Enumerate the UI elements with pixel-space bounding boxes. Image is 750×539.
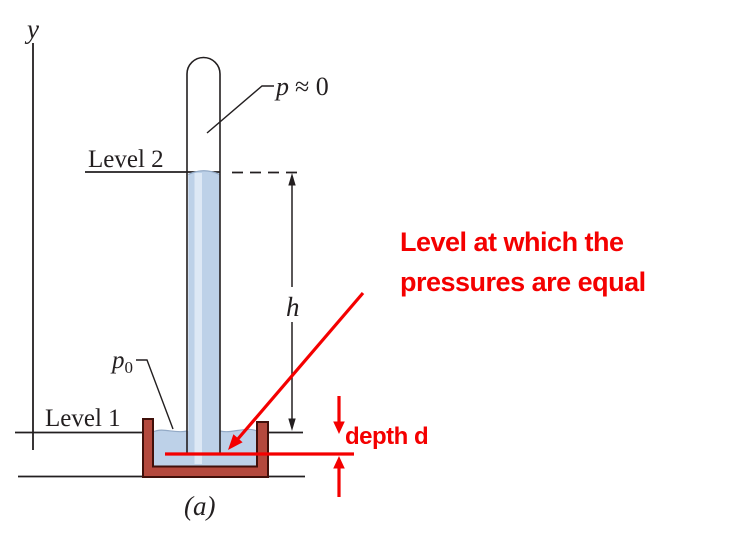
dish-meniscus-left xyxy=(152,429,188,433)
mercury-dish xyxy=(142,418,269,478)
liquid-highlight-stripe xyxy=(194,173,202,464)
depth-arrowhead-down-icon xyxy=(333,421,345,434)
pressure-top-approx-zero: ≈ 0 xyxy=(295,72,329,101)
level2-label: Level 2 xyxy=(88,146,164,173)
height-label: h xyxy=(286,292,300,322)
barometer-tube xyxy=(186,56,221,454)
equal-pressure-annotation-line2: pressures are equal xyxy=(400,267,646,297)
equal-pressure-pointer-line xyxy=(235,291,365,442)
level1-label: Level 1 xyxy=(45,405,121,432)
pressure-ambient-p: p xyxy=(110,347,125,374)
pressure-top-leader-line xyxy=(206,85,274,134)
pressure-top-p: p xyxy=(274,72,289,101)
pressure-ambient-label: p0 xyxy=(110,347,133,377)
tube-liquid-column xyxy=(188,170,220,454)
dish-meniscus-right xyxy=(219,428,258,433)
height-arrowhead-down-icon xyxy=(288,418,296,431)
equal-pressure-annotation-line1: Level at which the xyxy=(400,227,624,257)
depth-annotation: depth d xyxy=(345,423,428,450)
y-axis-label: y xyxy=(24,14,39,44)
figure-caption: (a) xyxy=(184,491,215,521)
height-arrowhead-up-icon xyxy=(288,173,296,186)
pressure-ambient-leader-line xyxy=(136,359,174,430)
depth-arrowhead-up-icon xyxy=(333,456,345,469)
pressure-top-label: p≈ 0 xyxy=(274,72,329,101)
tube-meniscus xyxy=(188,170,220,176)
equal-pressure-pointer-arrowhead-icon xyxy=(228,434,243,450)
pressure-ambient-subscript: 0 xyxy=(125,358,134,377)
